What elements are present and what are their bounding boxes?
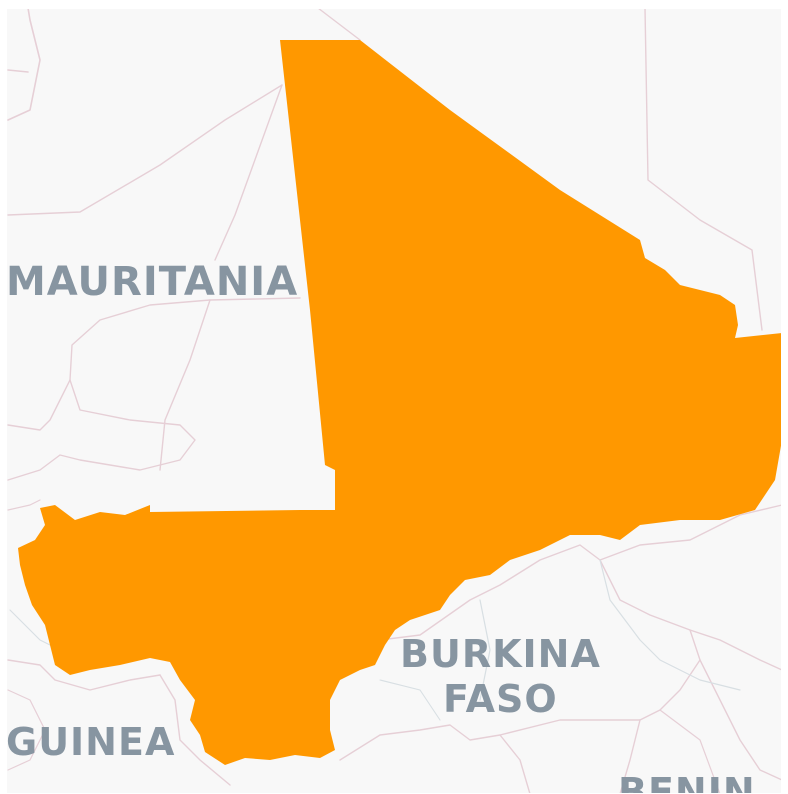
border-line bbox=[499, 734, 531, 794]
border-line bbox=[317, 7, 361, 41]
border-line bbox=[7, 84, 283, 216]
border-line bbox=[599, 504, 783, 561]
border-line bbox=[619, 719, 641, 794]
border-line bbox=[379, 544, 701, 721]
country-label-guinea: GUINEA bbox=[6, 720, 175, 764]
border-line bbox=[214, 84, 283, 261]
border-line bbox=[689, 629, 783, 671]
highlighted-country-mali[interactable] bbox=[18, 40, 782, 765]
border-line bbox=[7, 499, 41, 511]
border-line bbox=[339, 719, 641, 761]
border-line bbox=[659, 709, 721, 794]
map-frame-edge bbox=[5, 7, 783, 794]
border-line bbox=[159, 299, 211, 471]
border-line bbox=[699, 659, 783, 781]
country-label-benin: BENIN bbox=[618, 770, 756, 794]
country-label-mauritania: MAURITANIA bbox=[6, 259, 298, 305]
border-line bbox=[599, 559, 741, 691]
country-borders bbox=[7, 7, 783, 794]
border-line bbox=[7, 659, 161, 691]
border-line bbox=[479, 599, 491, 701]
border-line bbox=[644, 7, 763, 331]
border-line bbox=[159, 674, 231, 786]
country-label-faso: FASO bbox=[443, 677, 558, 721]
border-line bbox=[7, 297, 301, 431]
country-label-burkina: BURKINA bbox=[400, 632, 601, 676]
border-line bbox=[7, 7, 41, 121]
border-line bbox=[379, 679, 441, 721]
border-line bbox=[7, 689, 46, 771]
border-line bbox=[7, 69, 29, 73]
border-line bbox=[7, 379, 196, 481]
